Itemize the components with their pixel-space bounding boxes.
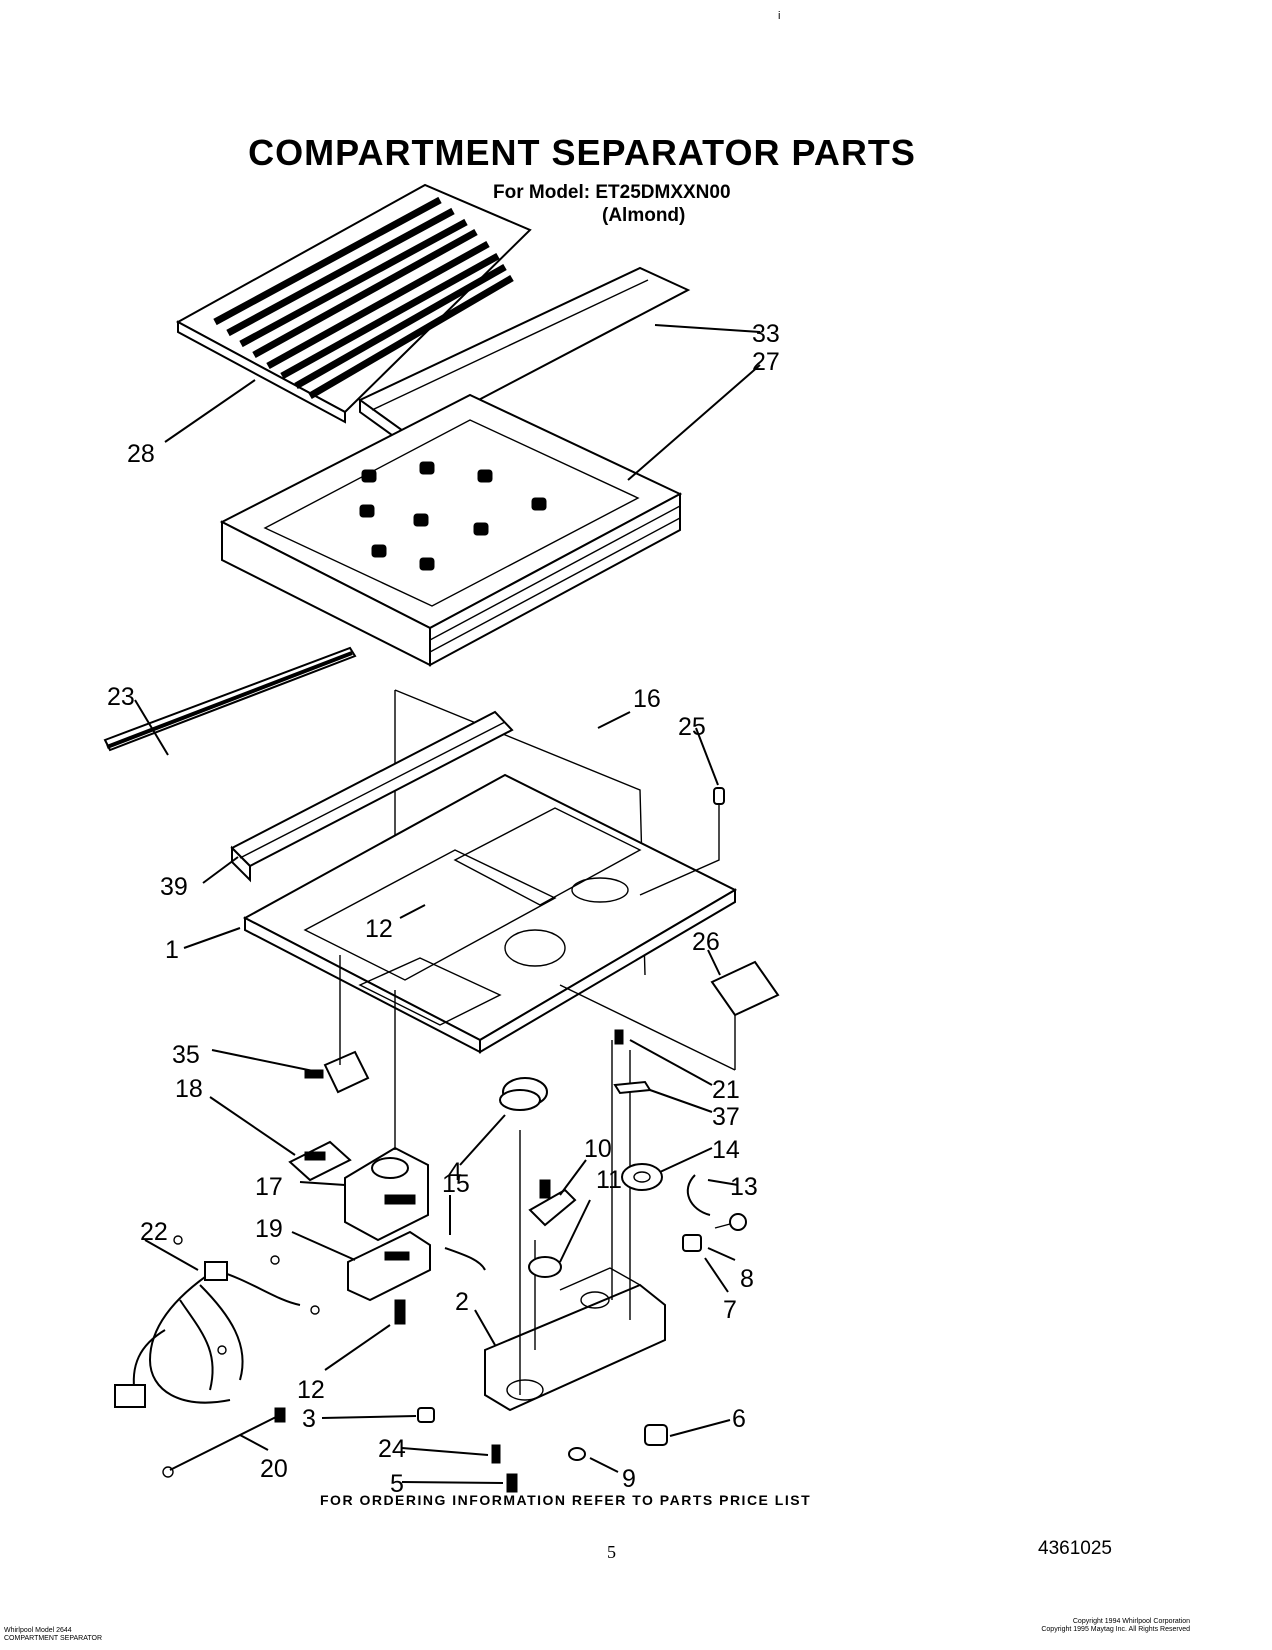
clip-part-7 <box>682 1234 702 1252</box>
top-mark: i <box>778 10 781 22</box>
callout-5: 5 <box>390 1470 404 1498</box>
callout-10: 10 <box>584 1135 612 1163</box>
callout-11: 11 <box>596 1166 622 1194</box>
switch-part-35 <box>304 1050 370 1094</box>
callout-23: 23 <box>107 683 135 711</box>
socket-part-6 <box>644 1424 668 1446</box>
callout-33: 33 <box>752 320 780 348</box>
callout-19: 19 <box>255 1215 283 1243</box>
callout-25: 25 <box>678 713 706 741</box>
fastener-part-3 <box>417 1407 435 1423</box>
thermostat-part-10 <box>528 1179 577 1227</box>
disc-part-11 <box>528 1256 562 1278</box>
callout-4: 4 <box>448 1158 462 1186</box>
housing-part-2 <box>484 1040 666 1412</box>
callout-21: 21 <box>712 1076 740 1104</box>
page-title: COMPARTMENT SEPARATOR PARTS <box>248 132 916 173</box>
callout-6: 6 <box>732 1405 746 1433</box>
label-part-37 <box>613 1080 652 1095</box>
callout-39: 39 <box>160 873 188 901</box>
document-number: 4361025 <box>1038 1538 1112 1559</box>
probe-part-20 <box>162 1407 286 1478</box>
callout-28: 28 <box>127 440 155 468</box>
callout-17: 17 <box>255 1173 283 1201</box>
callout-18: 18 <box>175 1075 203 1103</box>
wiring-harness-part-22 <box>114 1235 320 1408</box>
callout-8: 8 <box>740 1265 754 1293</box>
callout-16: 16 <box>633 685 661 713</box>
fine-print-right: Copyright 1994 Whirlpool Corporation Cop… <box>1041 1618 1190 1633</box>
callout-26: 26 <box>692 928 720 956</box>
callout-7: 7 <box>723 1296 737 1324</box>
callout-1: 1 <box>165 936 179 964</box>
gasket-strip-part-23 <box>103 646 357 752</box>
disc-part-14 <box>621 1163 663 1191</box>
callout-2: 2 <box>455 1288 469 1316</box>
callout-27: 27 <box>752 348 780 376</box>
knob-part-4 <box>499 1077 548 1111</box>
control-housing-part-17 <box>344 1146 429 1242</box>
screw-part-5 <box>506 1473 518 1493</box>
frame-part-27 <box>219 393 683 667</box>
callout-12a: 12 <box>365 915 393 943</box>
callout-14: 14 <box>712 1136 740 1164</box>
leader-lines <box>134 324 761 1484</box>
bracket-part-19 <box>347 1230 431 1325</box>
callout-20: 20 <box>260 1455 288 1483</box>
ordering-note: FOR ORDERING INFORMATION REFER TO PARTS … <box>320 1492 812 1508</box>
link-part-13 <box>686 1174 711 1216</box>
clip-part-25 <box>639 787 725 896</box>
callout-12b: 12 <box>297 1376 325 1404</box>
plate-part-18 <box>288 1140 352 1182</box>
separator-plate-part-1 <box>242 773 738 1054</box>
callout-37: 37 <box>712 1103 740 1131</box>
callout-15: 15 <box>442 1170 470 1198</box>
callout-13: 13 <box>730 1173 758 1201</box>
page-number: 5 <box>607 1542 616 1562</box>
callout-3: 3 <box>302 1405 316 1433</box>
callout-35: 35 <box>172 1041 200 1069</box>
spacer-part-9 <box>568 1447 586 1461</box>
model-color: (Almond) <box>602 205 686 226</box>
screw-part-24 <box>491 1444 501 1464</box>
grille-panel-part-28 <box>175 183 532 424</box>
bracket-part-26 <box>710 960 780 1070</box>
callout-9: 9 <box>622 1465 636 1493</box>
model-number: For Model: ET25DMXXN00 <box>493 182 731 203</box>
callout-22: 22 <box>140 1218 168 1246</box>
callout-labels: 33 27 28 23 16 25 39 12 1 26 35 18 21 37… <box>107 320 780 1498</box>
screw-part-21 <box>614 1029 624 1045</box>
fine-print-left: Whirlpool Model 2644 COMPARTMENT SEPARAT… <box>4 1627 103 1642</box>
lamp-part-8 <box>714 1213 747 1231</box>
channel-part-39 <box>230 710 514 883</box>
callout-24: 24 <box>378 1435 406 1463</box>
tube-part-15 <box>444 1247 486 1271</box>
